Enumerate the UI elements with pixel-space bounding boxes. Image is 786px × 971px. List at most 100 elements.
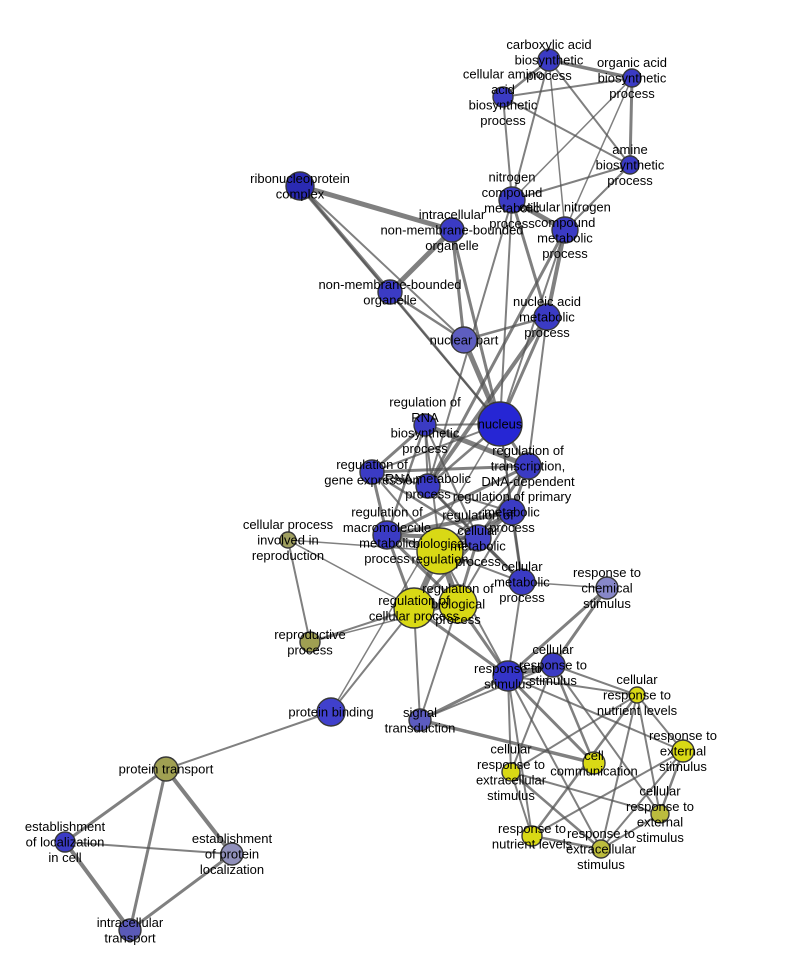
- graph-edge-elc-it: [63, 840, 132, 932]
- graph-edge-crext-rexc: [600, 813, 661, 850]
- graph-edge-carb-amine: [548, 59, 631, 166]
- graph-node-pt[interactable]: [153, 756, 179, 782]
- graph-node-inmb[interactable]: [439, 217, 465, 243]
- graph-edge-carb-orga: [547, 58, 634, 80]
- graph-edge-rext-rexc: [600, 750, 684, 850]
- graph-node-cpir[interactable]: [279, 531, 297, 549]
- graph-node-elc[interactable]: [54, 831, 76, 853]
- graph-node-nam[interactable]: [533, 303, 561, 331]
- graph-edge-elc-epl: [64, 841, 233, 855]
- graph-edge-carb-cncm: [548, 59, 566, 231]
- graph-edge-cmp-rs: [507, 581, 523, 677]
- graph-edge-rnl-rexc: [530, 834, 603, 851]
- graph-node-orga[interactable]: [622, 68, 642, 88]
- graph-node-it[interactable]: [118, 918, 142, 942]
- graph-edge-crs-crnl: [552, 664, 638, 696]
- graph-edge-amino-amine: [502, 96, 631, 166]
- graph-node-cellcomm[interactable]: [582, 751, 606, 775]
- graph-node-carb[interactable]: [537, 48, 561, 72]
- graph-node-rexc[interactable]: [591, 839, 611, 859]
- graph-node-rrb[interactable]: [413, 413, 437, 437]
- graph-node-ncm[interactable]: [498, 186, 526, 214]
- graph-edge-cpir-rcp: [287, 539, 415, 609]
- graph-node-rmp[interactable]: [415, 473, 441, 499]
- graph-edge-nmb-npart: [388, 290, 466, 342]
- graph-edge-st-rbp: [419, 603, 459, 721]
- graph-edge-rrb-rtd: [422, 422, 531, 469]
- graph-node-npart[interactable]: [450, 326, 478, 354]
- graph-node-rchem[interactable]: [595, 576, 619, 600]
- graph-node-nucleus[interactable]: [477, 401, 523, 447]
- graph-node-cncm[interactable]: [551, 216, 579, 244]
- graph-node-st[interactable]: [408, 708, 432, 732]
- graph-node-rbp[interactable]: [438, 584, 478, 624]
- graph-edge-crs-st: [419, 664, 554, 721]
- graph-node-rge[interactable]: [359, 459, 385, 485]
- graph-node-rnl[interactable]: [521, 825, 543, 847]
- graph-edge-rs-rexc: [507, 675, 602, 850]
- graph-node-crs[interactable]: [540, 652, 566, 678]
- graph-node-epl[interactable]: [220, 842, 244, 866]
- graph-node-pb[interactable]: [316, 697, 346, 727]
- graph-edge-rge-rcm: [370, 470, 480, 540]
- graph-edge-crnl-crexc: [510, 694, 638, 773]
- graph-node-amino[interactable]: [492, 86, 514, 108]
- graph-node-nmb[interactable]: [377, 279, 403, 305]
- graph-node-bioreg[interactable]: [416, 527, 464, 575]
- graph-edge-epl-it: [128, 852, 234, 932]
- graph-edge-inmb-npart: [450, 228, 466, 342]
- graph-node-label-pb: protein binding: [288, 705, 373, 720]
- graph-node-rmm[interactable]: [372, 520, 402, 550]
- graph-node-label-pt: protein transport: [119, 762, 214, 777]
- graph-node-rs[interactable]: [492, 660, 524, 692]
- graph-node-rpm[interactable]: [498, 498, 526, 526]
- graph-node-rnp[interactable]: [285, 171, 315, 201]
- graph-node-rext[interactable]: [671, 739, 695, 763]
- graph-node-cmp[interactable]: [508, 568, 536, 596]
- graph-node-crnl[interactable]: [628, 686, 646, 704]
- graph-edge-nam-rtd: [527, 316, 548, 467]
- graph-node-crext[interactable]: [650, 804, 670, 824]
- graph-node-rcm[interactable]: [464, 524, 492, 552]
- graph-edge-nam-npart: [462, 315, 549, 342]
- graph-edge-crnl-rext: [636, 694, 684, 752]
- graph-edge-orga-cncm: [564, 77, 633, 231]
- graph-edge-rmp-rpm: [427, 485, 513, 513]
- graph-edge-crnl-crext: [636, 694, 661, 815]
- graph-edge-ncm-nam: [510, 198, 549, 319]
- graph-edge-cpir-bioreg: [287, 539, 441, 552]
- graph-node-crexc[interactable]: [501, 762, 521, 782]
- graph-node-repro[interactable]: [299, 631, 321, 653]
- graph-edge-carb-ncm: [511, 59, 550, 201]
- graph-node-amine[interactable]: [620, 155, 640, 175]
- graph-edge-rnp-inmb: [297, 183, 455, 233]
- graph-edge-rpm-rmm: [385, 510, 514, 537]
- graph-edge-amine-ncm: [511, 164, 631, 201]
- graph-edge-crexc-crext: [510, 771, 661, 815]
- graph-node-rcp[interactable]: [393, 587, 435, 629]
- graph-node-rtd[interactable]: [514, 452, 542, 480]
- graph-edge-nmb-nucleus: [388, 290, 502, 426]
- edge-layer: [63, 58, 685, 932]
